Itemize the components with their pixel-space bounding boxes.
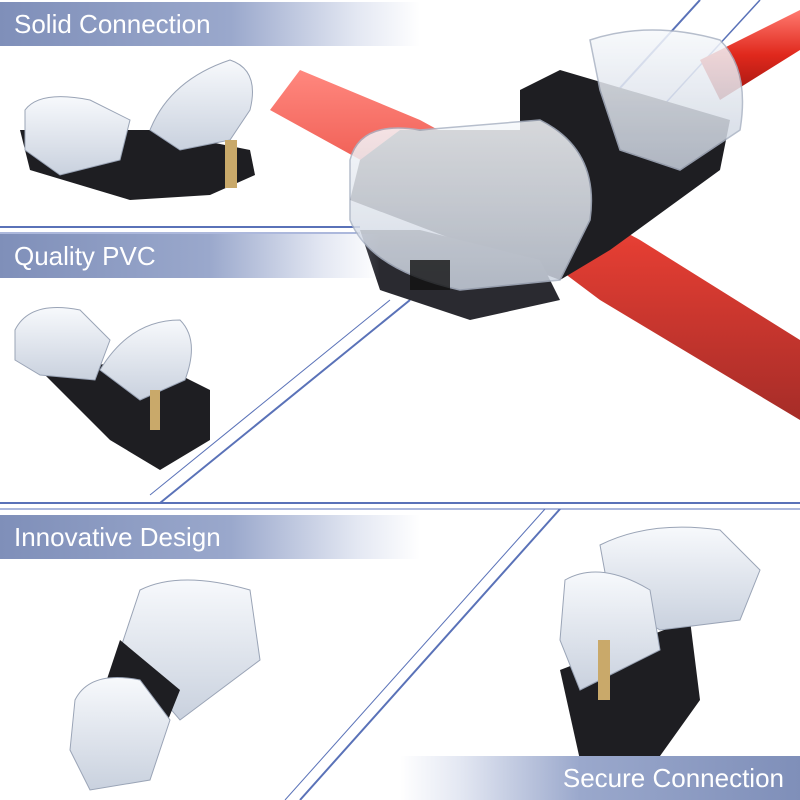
connector-closed bbox=[69, 579, 261, 791]
label-solid-text: Solid Connection bbox=[14, 8, 211, 39]
label-secure-connection: Secure Connection bbox=[400, 756, 800, 800]
connector-open-side bbox=[14, 307, 210, 470]
label-quality-pvc: Quality PVC bbox=[0, 234, 380, 278]
connector-secure bbox=[559, 526, 761, 770]
label-quality-text: Quality PVC bbox=[14, 240, 156, 271]
hero-connector bbox=[270, 10, 800, 420]
label-solid-connection: Solid Connection bbox=[0, 2, 420, 46]
label-innovative-text: Innovative Design bbox=[14, 521, 221, 552]
connector-open-top bbox=[20, 59, 255, 200]
label-secure-text: Secure Connection bbox=[562, 762, 784, 793]
label-innovative-design: Innovative Design bbox=[0, 515, 420, 559]
